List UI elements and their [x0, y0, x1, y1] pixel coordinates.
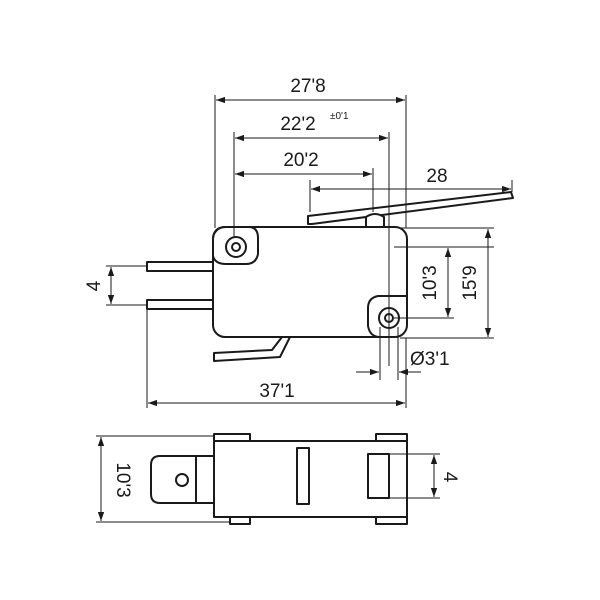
flange-bottom-right — [375, 516, 408, 525]
dim-label-body-thickness: 10'3 — [112, 462, 133, 497]
dim-label-lever-length: 28 — [426, 166, 447, 187]
bottom-view: 10'3 4 — [96, 433, 460, 525]
left-hole-center — [231, 242, 241, 252]
terminal-bent — [213, 336, 291, 362]
left-mounting-hole — [225, 236, 247, 258]
dim-label-overall-length: 37'1 — [259, 381, 294, 402]
dim-label-hole-diameter: Ø3'1 — [410, 349, 450, 370]
dim-label-top-width: 27'8 — [290, 76, 325, 97]
dim-label-hole-vertical: 10'3 — [420, 265, 441, 300]
dim-label-hole-pitch: 20'2 — [283, 150, 318, 171]
dim-label-actuator-pos: 22'2 — [280, 114, 315, 135]
flange-bottom-left — [229, 516, 251, 525]
side-view: 27'8 22'2 ±0'1 20'2 28 4 10'3 15'9 Ø3'1 … — [84, 76, 514, 408]
terminal-top — [146, 261, 214, 272]
right-mounting-lug — [367, 295, 407, 338]
dim-label-body-height: 15'9 — [460, 265, 481, 300]
switch-body — [212, 226, 408, 338]
actuator-lever — [307, 191, 514, 225]
connector-tab — [150, 455, 215, 504]
flange-top-right — [375, 433, 408, 442]
tab-hole — [175, 473, 189, 487]
dim-label-actuator-tol: ±0'1 — [330, 111, 349, 122]
tab-step — [195, 455, 215, 504]
slot-center — [296, 447, 310, 505]
left-mounting-lug — [212, 226, 259, 265]
dim-label-terminal-pitch: 4 — [84, 280, 105, 291]
flange-top-left — [213, 433, 251, 442]
slot-right — [367, 453, 390, 499]
actuator-plunger — [365, 213, 385, 229]
terminal-bottom — [146, 299, 214, 310]
dim-label-slot-width: 4 — [439, 472, 460, 483]
